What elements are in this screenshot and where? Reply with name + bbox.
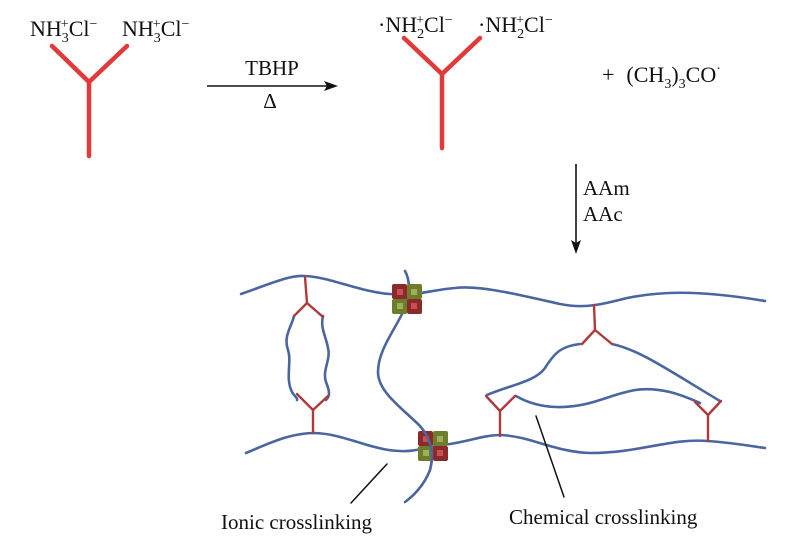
arch-chain-outer <box>485 342 722 403</box>
arrow-head-icon <box>324 81 338 91</box>
reactant-group-left: NH3+Cl− <box>30 16 97 46</box>
hydrogel-network <box>239 269 767 504</box>
crosslinker-y-loop-top <box>292 275 325 319</box>
top-backbone-chain <box>239 274 767 308</box>
reagent-heat: Δ <box>263 89 277 113</box>
reactant-molecule: NH3+Cl− NH3+Cl− <box>30 16 189 159</box>
reactant-y-skeleton <box>49 43 130 159</box>
chemical-crosslinkers <box>292 275 723 443</box>
monomer-arrow: AAm AAc <box>571 164 630 254</box>
product-group-right: ·NH2+Cl− <box>478 12 553 42</box>
monomer-aam: AAm <box>583 176 630 200</box>
byproduct-formula: +(CH3)3CO· <box>602 62 721 92</box>
ionic-bridge-chain-overlay <box>418 424 434 472</box>
monomer-aac: AAc <box>583 202 623 226</box>
reactant-group-right: NH3+Cl− <box>122 16 189 46</box>
product-y-skeleton <box>401 35 483 151</box>
product-group-left: ·NH2+Cl− <box>378 12 453 42</box>
arrow-down-icon <box>571 240 581 254</box>
chemical-leader-line <box>535 415 565 498</box>
loop-chain-left <box>285 314 299 402</box>
chemical-crosslinking-label: Chemical crosslinking <box>509 505 698 529</box>
reaction-arrow: TBHP Δ <box>207 56 338 113</box>
reagent-tbhp: TBHP <box>245 56 299 80</box>
ionic-crosslinking-label: Ionic crosslinking <box>221 510 373 534</box>
product-molecule: ·NH2+Cl− ·NH2+Cl− <box>378 12 553 151</box>
arch-chain-inner <box>514 387 702 409</box>
loop-chain-right <box>320 314 331 402</box>
ionic-crosslink-bottom <box>418 431 448 461</box>
crosslinker-y-bottom-right <box>693 399 723 443</box>
ionic-leader-line <box>350 463 388 504</box>
ionic-crosslink-top <box>392 284 422 314</box>
polymer-chains <box>239 269 767 504</box>
bottom-backbone-chain <box>244 431 767 455</box>
crosslinker-y-loop-bottom <box>295 392 330 435</box>
crosslinker-y-top-right <box>580 303 614 346</box>
crosslinker-y-bottom-left <box>484 394 517 438</box>
